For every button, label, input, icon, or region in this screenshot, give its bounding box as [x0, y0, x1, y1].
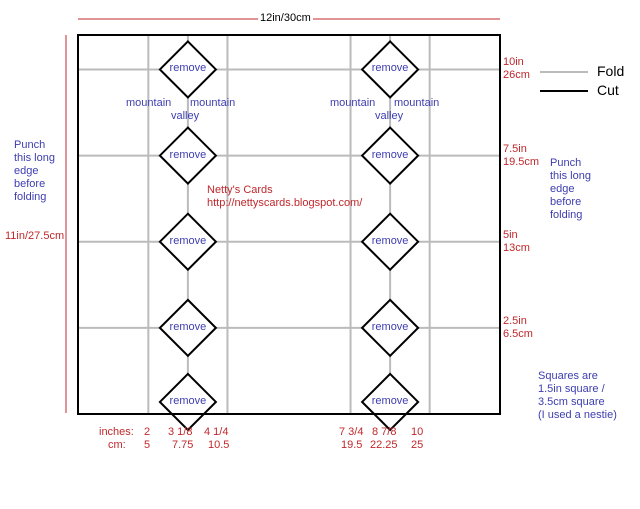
fold-measurement-cm: 13cm: [503, 241, 530, 254]
scale-cm-6: 25: [411, 439, 424, 451]
fold-measurement-inches: 10in: [503, 56, 524, 69]
punch-note-left-line3: edge: [14, 165, 39, 177]
squares-note-line1: Squares are: [538, 370, 598, 382]
punch-note-left: Punch this long edge before folding: [14, 139, 55, 204]
remove-label-1: remove: [169, 62, 207, 75]
remove-label-4: remove: [169, 320, 207, 333]
punch-note-left-line2: this long: [14, 152, 55, 164]
scale-cm-3: 10.5: [208, 439, 230, 451]
punch-note-right-line2: this long: [550, 170, 591, 182]
punch-note-right-line4: before: [550, 196, 582, 208]
legend-fold-label: Fold: [597, 63, 625, 79]
remove-label-2: remove: [169, 148, 207, 161]
scale-inch-1: 2: [144, 426, 151, 438]
width-label: 12in/30cm: [258, 12, 313, 25]
fold-label-valley-2: valley: [375, 110, 404, 122]
remove-diamond-4: [158, 298, 218, 358]
fold-label-mountain-2: mountain: [190, 97, 236, 109]
remove-diamond-8: [360, 212, 420, 272]
remove-diamond-2: [158, 126, 218, 186]
legend-cut-label: Cut: [597, 82, 619, 98]
squares-note-line3: 3.5cm square: [538, 396, 605, 408]
fold-measurement-cm: 26cm: [503, 69, 530, 82]
remove-diamond-6: [360, 40, 420, 99]
card-outline: [77, 34, 501, 415]
squares-note-line2: 1.5in square /: [538, 383, 605, 395]
remove-label-6: remove: [371, 62, 409, 75]
fold-measurement-cm: 19.5cm: [503, 155, 540, 168]
scale-cm-4: 19.5: [341, 439, 363, 451]
dimension-lines: [65, 18, 500, 413]
fold-label-mountain-1: mountain: [126, 97, 172, 109]
squares-note-line4: (I used a nestie): [538, 409, 617, 421]
remove-diamond-5: [158, 372, 218, 432]
height-label: 11in/27.5cm: [5, 230, 65, 243]
scale-inch-2: 3 1/8: [168, 426, 193, 438]
fold-measurement-inches: 5in: [503, 228, 518, 241]
remove-diamond-7: [360, 126, 420, 186]
squares-note: Squares are 1.5in square / 3.5cm square …: [538, 370, 617, 422]
punch-note-right-line5: folding: [550, 209, 583, 221]
remove-diamond-1: [158, 40, 218, 99]
credit-url: http://nettyscards.blogspot.com/: [207, 197, 363, 209]
scale-inch-5: 8 7/8: [372, 426, 397, 438]
remove-diamond-9: [360, 298, 420, 358]
legend-lines: [540, 71, 588, 92]
remove-diamond-3: [158, 212, 218, 272]
remove-label-7: remove: [371, 148, 409, 161]
scale-inch-4: 7 3/4: [339, 426, 364, 438]
punch-note-left-line1: Punch: [14, 139, 46, 151]
remove-label-10: remove: [371, 394, 409, 407]
scale-inch-3: 4 1/4: [204, 426, 229, 438]
remove-diamonds: [158, 40, 420, 432]
fold-measurement-inches: 2.5in: [503, 314, 527, 327]
punch-note-left-line4: before: [14, 178, 46, 190]
scale-cm-2: 7.75: [172, 439, 194, 451]
fold-label-mountain-4: mountain: [394, 97, 440, 109]
remove-diamond-10: [360, 372, 420, 432]
remove-label-5: remove: [169, 394, 207, 407]
fold-lines: [78, 35, 500, 414]
scale-cm-5: 22.25: [370, 439, 398, 451]
remove-label-9: remove: [371, 320, 409, 333]
fold-measurement-inches: 7.5in: [503, 142, 527, 155]
credit-name: Netty's Cards: [207, 184, 273, 196]
punch-note-left-line5: folding: [14, 191, 47, 203]
fold-label-valley-1: valley: [171, 110, 200, 122]
scale-cm-1: 5: [144, 439, 151, 451]
scale-inch-6: 10: [411, 426, 424, 438]
remove-label-8: remove: [371, 234, 409, 247]
fold-label-mountain-3: mountain: [330, 97, 376, 109]
remove-label-3: remove: [169, 234, 207, 247]
punch-note-right-line1: Punch: [550, 157, 582, 169]
scale-cm-label: cm:: [108, 439, 126, 451]
scale-inches-label: inches:: [99, 426, 134, 438]
punch-note-right: Punch this long edge before folding: [550, 157, 591, 222]
fold-measurement-cm: 6.5cm: [503, 327, 533, 340]
punch-note-right-line3: edge: [550, 183, 575, 195]
